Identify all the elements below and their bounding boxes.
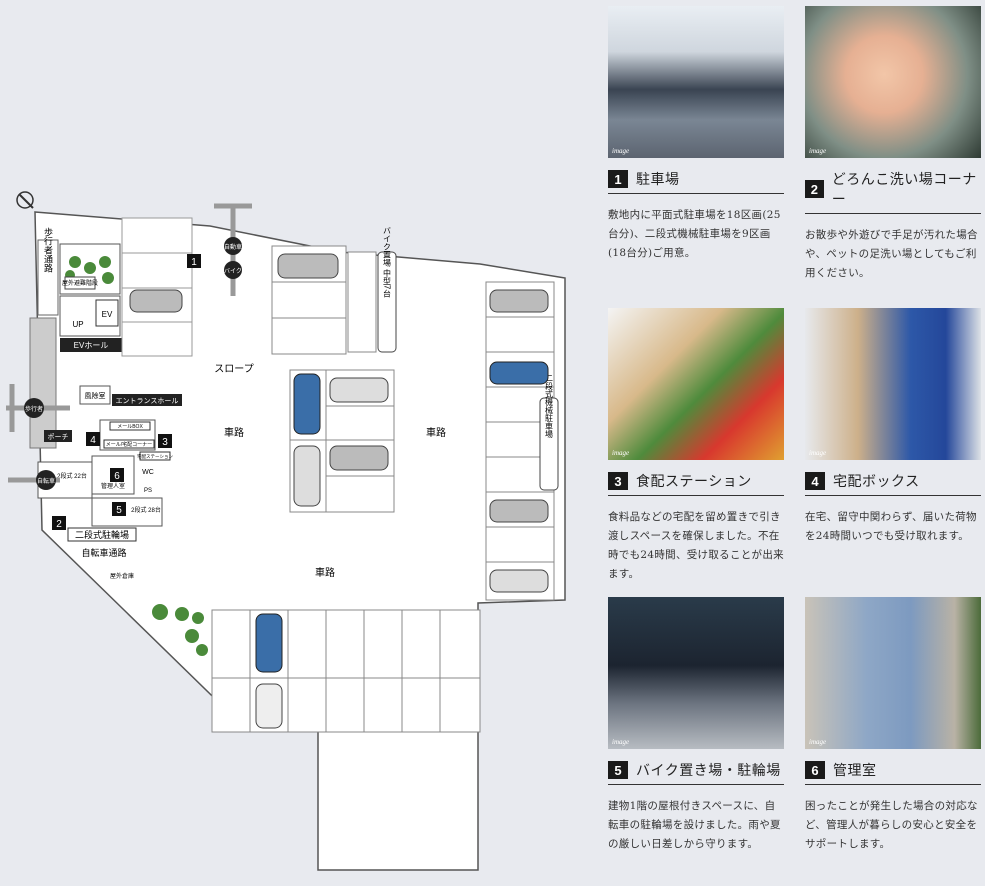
manager-room-label: 管理人室 [101,482,125,490]
bike-28-label: 2段式 28台 [131,506,161,514]
svg-text:2: 2 [56,519,62,530]
card-number: 1 [608,170,628,188]
mailbox-label: メールBOX [117,424,143,430]
road-label-1: 車路 [224,426,244,439]
walker-marker-label: 歩行者 [25,405,43,413]
card-description: 建物1階の屋根付きスペースに、自転車の駐輪場を設けました。雨や夏の厳しい日差しか… [608,800,781,850]
bicycle-path-label: 自転車通路 [81,547,126,558]
svg-text:1: 1 [191,257,197,268]
porch-label: ポーチ [48,433,69,441]
compass-icon [16,191,34,209]
slope-label: スロープ [214,363,253,375]
bike-22-label: 2段式 22台 [57,472,87,480]
card-description: 困ったことが発生した場合の対応など、管理人が暮らしの安心と安全をサポートします。 [805,800,978,850]
ev-label: EV [102,310,113,319]
bicycles-photo: image [608,597,784,749]
washing-hands-photo: image [805,6,981,158]
porch-area [29,317,57,449]
card-title: 駐車場 [636,172,680,188]
plan-markers: 1 2 3 4 5 6 [52,254,201,530]
card-parking: image 1 駐車場 敷地内に平面式駐車場を18区画(25台分)、二段式機械駐… [608,6,784,263]
ev-hall-box [60,338,122,352]
card-title: どろんこ洗い場コーナー [831,172,977,208]
stairs-label: 屋外避難階段 [62,279,98,287]
delivery-box-photo: image [805,308,981,460]
entrance-hall-label: エントランスホール [116,397,179,405]
svg-text:6: 6 [114,471,120,482]
manager-photo: image [805,597,981,749]
wc-label: WC [142,469,154,476]
delivery-corner-label: メール/宅配コーナー [106,441,152,448]
card-title: バイク置き場・駐輪場 [636,763,781,779]
svg-text:3: 3 [162,437,168,448]
vegetables-box-photo: image [608,308,784,460]
delivery-station-label: 宅配ステーション [137,453,173,460]
pedestrian-path-label: 歩行者通路 [43,226,53,273]
card-manager-room: image 6 管理室 困ったことが発生した場合の対応など、管理人が暮らしの安心… [805,597,981,854]
card-food-station: image 3 食配ステーション 食料品などの宅配を留め置きで引き渡しスペースを… [608,308,784,584]
mech-parking-label: 二段式機械駐車場 [545,374,554,439]
card-title: 管理室 [833,763,877,779]
card-number: 6 [805,761,825,779]
card-bicycle-parking: image 5 バイク置き場・駐輪場 建物1階の屋根付きスペースに、自転車の駐輪… [608,597,784,854]
card-description: お散歩や外遊びで手足が汚れた場合や、ペットの足洗い場としてもご利用ください。 [805,229,978,279]
car-icons [129,253,549,729]
road-label-3: 車路 [315,566,335,579]
road-label-2: 車路 [426,426,446,439]
svg-text:4: 4 [90,435,96,446]
card-delivery-box: image 4 宅配ボックス 在宅、留守中関わらず、届いた荷物を24時間いつでも… [805,308,981,546]
bike-marker-label: バイク [224,268,242,275]
car-marker-label: 自動車 [224,243,242,251]
card-number: 4 [805,472,825,490]
card-title: 食配ステーション [636,474,752,490]
up-label: UP [72,320,83,329]
wind-room-label: 風除室 [85,391,106,400]
outdoor-storage-label: 屋外倉庫 [110,572,134,580]
parked-cars-photo: image [608,6,784,158]
card-description: 食料品などの宅配を留め置きで引き渡しスペースを確保しました。不在時でも24時間、… [608,511,784,580]
ps-label: PS [144,488,152,494]
svg-text:5: 5 [116,505,122,516]
bike-place-label: バイク置場 中型7台 [383,227,392,299]
floor-plan-drawing: 歩行者通路 屋外避難階段 EV UP EVホール ポーチ 風除室 エントランスホ… [6,191,566,871]
card-description: 敷地内に平面式駐車場を18区画(25台分)、二段式機械駐車場を9区画(18台分)… [608,209,781,259]
card-description: 在宅、留守中関わらず、届いた荷物を24時間いつでも受け取れます。 [805,511,977,542]
floor-plan: 歩行者通路 屋外避難階段 EV UP EVホール ポーチ 風除室 エントランスホ… [6,191,566,871]
card-title: 宅配ボックス [833,474,920,490]
card-number: 3 [608,472,628,490]
card-number: 5 [608,761,628,779]
bicycle-marker-label: 自転車 [37,477,55,485]
ev-hall-label: EVホール [74,341,109,350]
pedestrian-path-area [37,239,59,316]
card-mud-wash: image 2 どろんこ洗い場コーナー お散歩や外遊びで手足が汚れた場合や、ペッ… [805,6,981,283]
bicycle-parking-label: 二段式駐輪場 [75,529,129,540]
card-number: 2 [805,180,824,198]
